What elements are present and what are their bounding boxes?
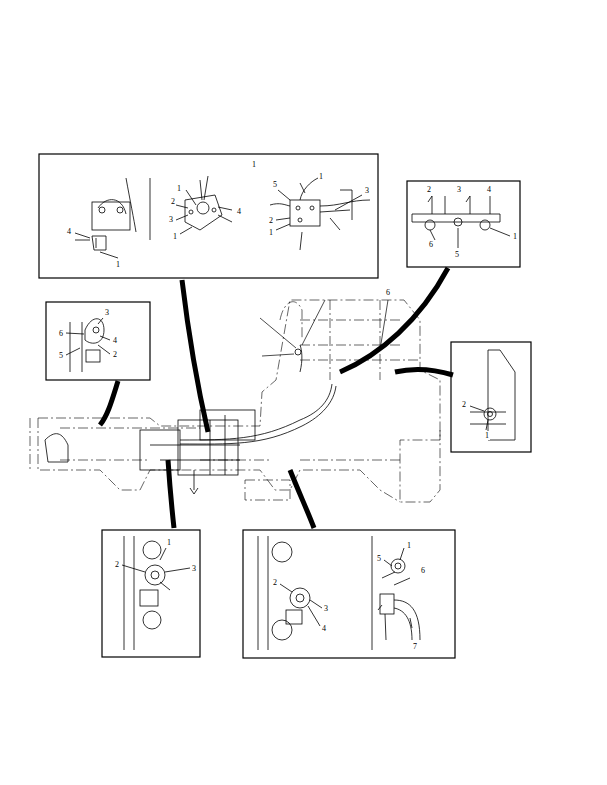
callout-number: 4 <box>66 227 72 236</box>
callout-number: 1 <box>268 228 274 237</box>
callout-number: 1 <box>406 541 412 550</box>
callout-number: 4 <box>112 336 118 345</box>
callout-number: 1 <box>251 160 257 169</box>
callout-number: 2 <box>272 578 278 587</box>
callout-number: 5 <box>454 250 460 259</box>
callout-number: 6 <box>420 566 426 575</box>
callout-number: 1 <box>318 172 324 181</box>
callout-number: 4 <box>486 185 492 194</box>
callout-number: 5 <box>58 351 64 360</box>
callout-number: 3 <box>104 308 110 317</box>
callout-number: 3 <box>168 215 174 224</box>
callout-number: 2 <box>112 350 118 359</box>
callout-number: 6 <box>58 329 64 338</box>
callout-number: 1 <box>166 538 172 547</box>
callout-number: 6 <box>385 288 391 297</box>
callout-number: 2 <box>426 185 432 194</box>
callout-number: 3 <box>456 185 462 194</box>
callout-number: 5 <box>376 554 382 563</box>
callout-number: 4 <box>236 207 242 216</box>
callout-number: 2 <box>461 400 467 409</box>
callout-number: 3 <box>364 186 370 195</box>
callout-number: 3 <box>191 564 197 573</box>
callout-number: 1 <box>172 232 178 241</box>
callout-number: 1 <box>176 184 182 193</box>
callout-number: 2 <box>170 197 176 206</box>
callout-number: 1 <box>115 260 121 269</box>
callout-number: 2 <box>114 560 120 569</box>
callout-number: 2 <box>268 216 274 225</box>
callout-number: 5 <box>272 180 278 189</box>
callout-number: 4 <box>321 624 327 633</box>
callout-number: 7 <box>412 642 418 651</box>
callout-number: 6 <box>428 240 434 249</box>
callout-number: 1 <box>512 232 518 241</box>
callout-number: 3 <box>323 604 329 613</box>
callout-number: 1 <box>484 431 490 440</box>
